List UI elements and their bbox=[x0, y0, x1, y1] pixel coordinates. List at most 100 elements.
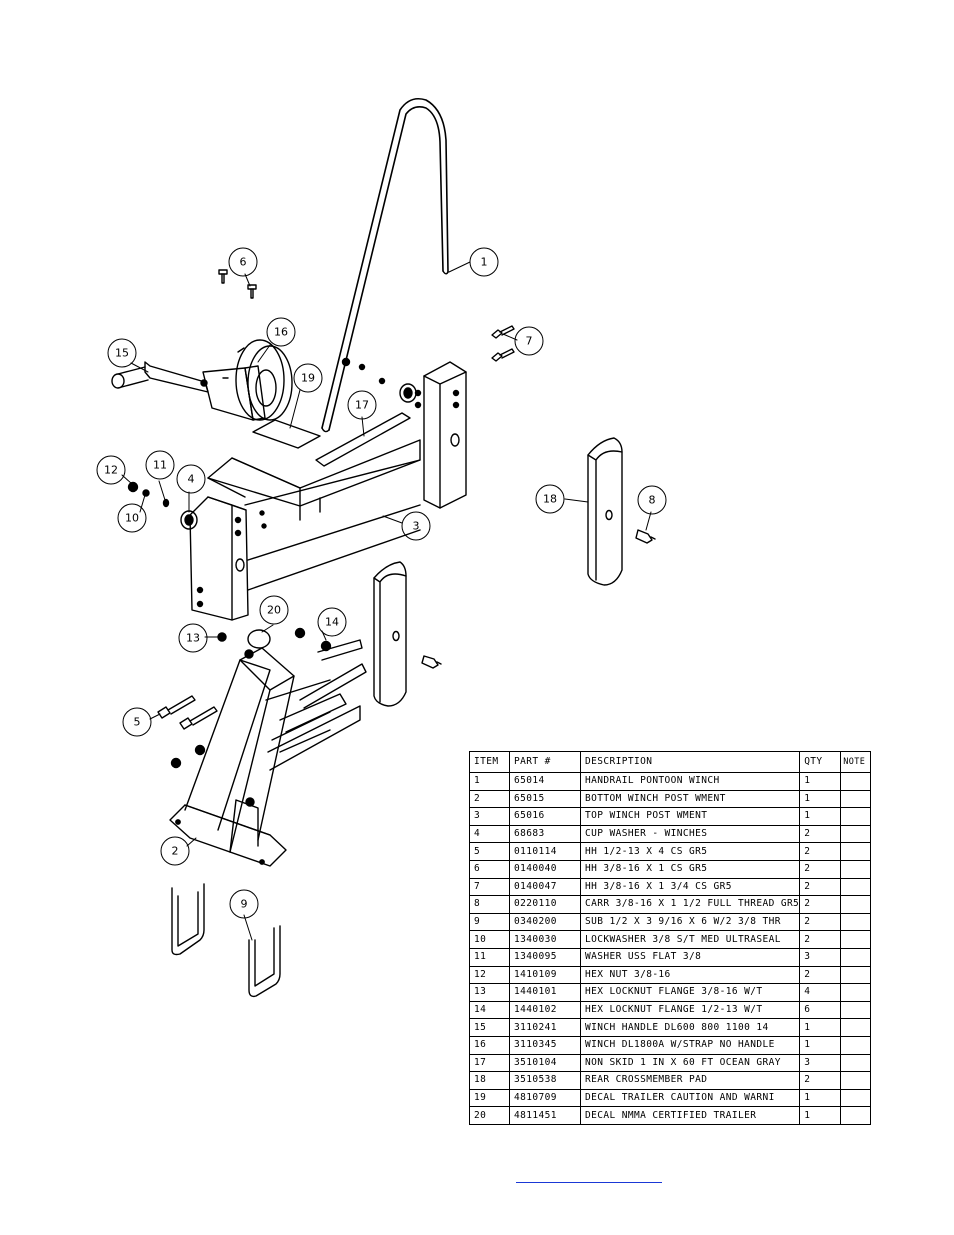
callout-13 bbox=[178, 623, 208, 653]
cell-part-number: 0140047 bbox=[509, 877, 581, 897]
cell-note bbox=[840, 1018, 872, 1037]
cell-part-number: 1440102 bbox=[509, 1000, 581, 1020]
cell-description: HEX LOCKNUT FLANGE 3/8-16 W/T bbox=[579, 983, 801, 1002]
cell-note bbox=[840, 1071, 872, 1090]
header-note: NOTE bbox=[840, 751, 872, 773]
hyperlink-underline[interactable] bbox=[516, 1182, 662, 1183]
cell-note bbox=[840, 1035, 872, 1055]
cell-part-number: 3510104 bbox=[509, 1053, 581, 1073]
callout-text-17: 17 bbox=[355, 399, 369, 412]
cell-qty: 1 bbox=[799, 1106, 842, 1125]
cell-part-number: 3510538 bbox=[509, 1071, 581, 1090]
cell-qty: 1 bbox=[799, 1018, 842, 1037]
cell-item: 13 bbox=[469, 983, 510, 1002]
cell-qty: 1 bbox=[799, 1035, 842, 1055]
cell-qty: 6 bbox=[799, 1000, 842, 1020]
bolt-hh-3-8-x-1 bbox=[218, 269, 257, 299]
cell-item: 2 bbox=[469, 789, 510, 809]
cell-note bbox=[840, 912, 872, 932]
callout-text-15: 15 bbox=[115, 347, 129, 360]
cell-description: HANDRAIL PONTOON WINCH bbox=[579, 772, 801, 791]
callout-numbers: 1 2 3 4 5 6 7 8 9 10 11 12 13 14 15 16 1… bbox=[104, 256, 656, 911]
cell-part-number: 0220110 bbox=[509, 895, 581, 914]
cell-qty: 2 bbox=[799, 912, 842, 932]
cell-qty: 2 bbox=[799, 877, 842, 897]
cell-note bbox=[840, 947, 872, 967]
callout-11 bbox=[145, 450, 175, 480]
cell-part-number: 65016 bbox=[509, 807, 581, 826]
callout-10 bbox=[117, 503, 147, 533]
cell-description: NON SKID 1 IN X 60 FT OCEAN GRAY bbox=[579, 1053, 801, 1073]
cell-qty: 3 bbox=[799, 947, 842, 967]
callout-text-12: 12 bbox=[104, 464, 118, 477]
hardware-nuts-washers bbox=[127, 363, 422, 769]
callout-text-11: 11 bbox=[153, 459, 167, 472]
callout-8 bbox=[637, 485, 667, 515]
callout-1 bbox=[469, 247, 499, 277]
callout-text-5: 5 bbox=[134, 716, 141, 729]
cell-item: 3 bbox=[469, 807, 510, 826]
cell-part-number: 0110114 bbox=[509, 842, 581, 861]
rear-crossmember-pad bbox=[373, 437, 623, 707]
cell-qty: 1 bbox=[799, 789, 842, 809]
cell-item: 9 bbox=[469, 912, 510, 932]
cell-note bbox=[840, 877, 872, 897]
cell-description: HEX NUT 3/8-16 bbox=[579, 965, 801, 985]
cell-note bbox=[840, 1000, 872, 1020]
cell-description: CARR 3/8-16 X 1 1/2 FULL THREAD GR5 bbox=[579, 895, 801, 914]
bottom-winch-post-weldment bbox=[169, 639, 367, 867]
cell-part-number: 1440101 bbox=[509, 983, 581, 1002]
header-part-number: PART # bbox=[509, 751, 581, 773]
callout-text-19: 19 bbox=[301, 372, 315, 385]
cell-description: WINCH HANDLE DL600 800 1100 14 bbox=[579, 1018, 801, 1037]
cell-part-number: 4811451 bbox=[509, 1106, 581, 1125]
callout-15 bbox=[107, 338, 137, 368]
cell-description: DECAL TRAILER CAUTION AND WARNI bbox=[579, 1088, 801, 1108]
cell-note bbox=[840, 1106, 872, 1125]
callout-balloons bbox=[96, 247, 667, 919]
cell-part-number: 68683 bbox=[509, 824, 581, 844]
cell-item: 16 bbox=[469, 1035, 510, 1055]
cell-qty: 2 bbox=[799, 895, 842, 914]
callout-text-10: 10 bbox=[125, 512, 139, 525]
cell-note bbox=[840, 983, 872, 1002]
winch-assembly bbox=[111, 339, 293, 421]
cell-item: 1 bbox=[469, 772, 510, 791]
cell-item: 19 bbox=[469, 1088, 510, 1108]
leader-lines bbox=[121, 261, 652, 941]
callout-18 bbox=[535, 484, 565, 514]
cell-description: BOTTOM WINCH POST WMENT bbox=[579, 789, 801, 809]
callout-7 bbox=[514, 326, 544, 356]
cell-item: 14 bbox=[469, 1000, 510, 1020]
carriage-bolt bbox=[421, 529, 656, 669]
cell-item: 17 bbox=[469, 1053, 510, 1073]
cell-description: REAR CROSSMEMBER PAD bbox=[579, 1071, 801, 1090]
cell-item: 7 bbox=[469, 877, 510, 897]
cell-part-number: 65014 bbox=[509, 772, 581, 791]
callout-19 bbox=[293, 363, 323, 393]
cell-qty: 4 bbox=[799, 983, 842, 1002]
callout-14 bbox=[317, 607, 347, 637]
callout-text-6: 6 bbox=[240, 256, 247, 269]
callout-17 bbox=[347, 390, 377, 420]
bolt-hh-1-2-x-4 bbox=[157, 695, 218, 730]
cell-qty: 2 bbox=[799, 859, 842, 879]
cell-note bbox=[840, 789, 872, 809]
top-winch-post-weldment bbox=[189, 361, 467, 621]
cell-description: DECAL NMMA CERTIFIED TRAILER bbox=[579, 1106, 801, 1125]
cell-qty: 1 bbox=[799, 807, 842, 826]
cell-qty: 3 bbox=[799, 1053, 842, 1073]
cell-note bbox=[840, 859, 872, 879]
